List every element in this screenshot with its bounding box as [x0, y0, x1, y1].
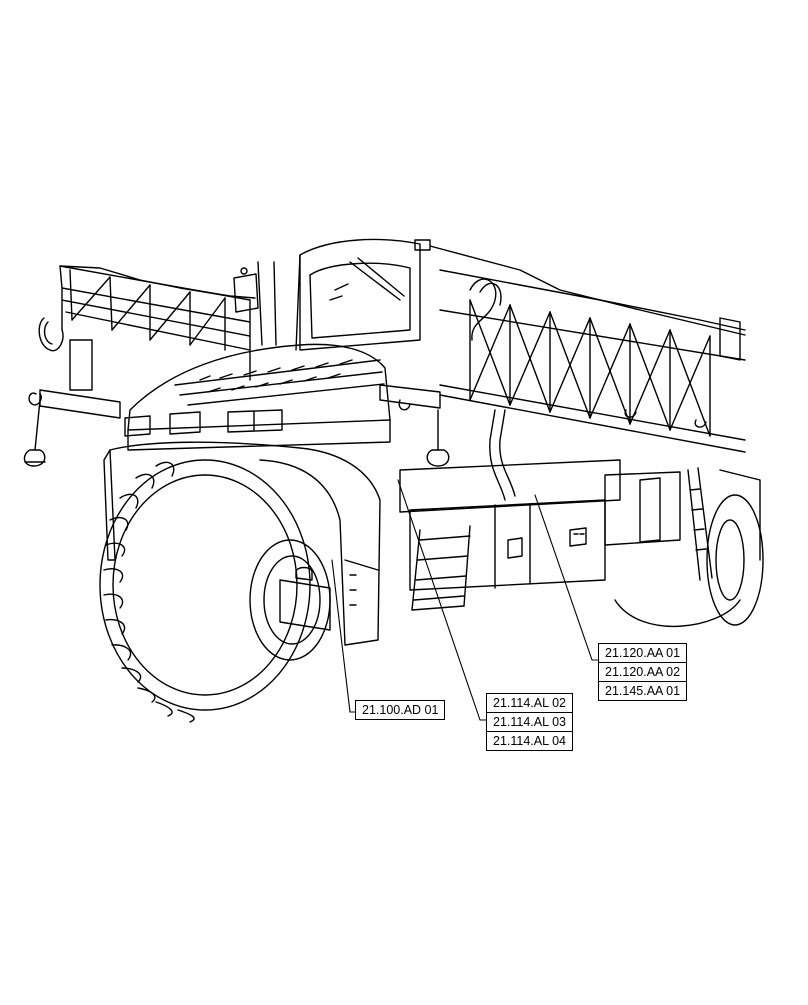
left-boom: [23, 265, 256, 467]
part-ref-21-114-al-04[interactable]: 21.114.AL 04: [487, 731, 572, 750]
leader-lines: [331, 479, 599, 721]
callout-ladder: 21.114.AL 02 21.114.AL 03 21.114.AL 04: [486, 693, 573, 751]
callout-frame: 21.100.AD 01: [355, 700, 446, 720]
front-tire: [99, 459, 331, 723]
chassis: [399, 459, 764, 628]
part-ref-21-120-aa-01[interactable]: 21.120.AA 01: [605, 646, 681, 660]
part-ref-21-114-al-03[interactable]: 21.114.AL 03: [487, 712, 572, 731]
part-ref-21-120-aa-02[interactable]: 21.120.AA 02: [599, 662, 687, 681]
part-ref-21-145-aa-01[interactable]: 21.145.AA 01: [599, 681, 687, 700]
right-boom: [379, 239, 746, 501]
part-ref-21-114-al-02[interactable]: 21.114.AL 02: [493, 696, 566, 710]
callout-tank: 21.120.AA 01 21.120.AA 02 21.145.AA 01: [598, 643, 688, 701]
hood: [124, 343, 391, 451]
part-ref-21-100-ad-01[interactable]: 21.100.AD 01: [362, 703, 439, 717]
cab: [233, 238, 421, 351]
